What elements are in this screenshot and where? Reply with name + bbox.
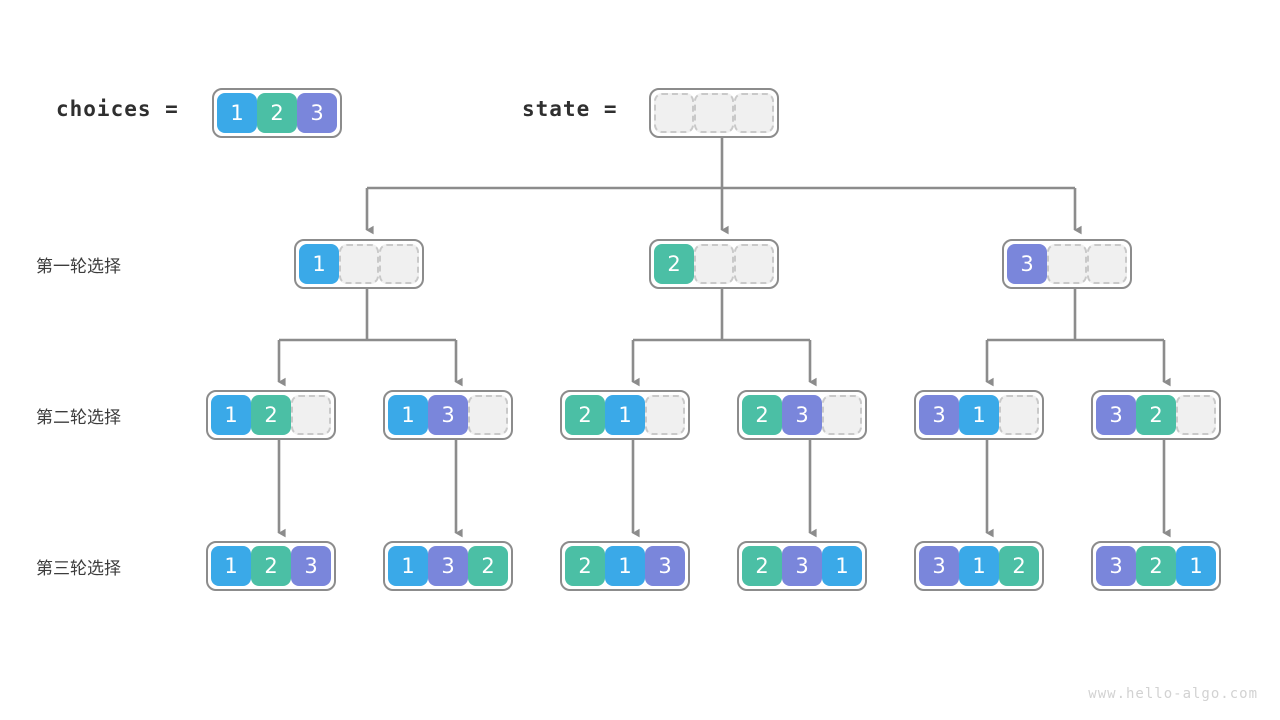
choices-cell-2: 3 [297, 93, 337, 133]
level3-node-1-cell-1: 3 [428, 546, 468, 586]
level3-node-0: 1 2 3 [206, 541, 336, 591]
level3-node-5: 3 2 1 [1091, 541, 1221, 591]
level3-node-2-cell-2: 3 [645, 546, 685, 586]
level3-node-3-cell-2: 1 [822, 546, 862, 586]
level1-node-1-cell-1 [694, 244, 734, 284]
row-label-round-3: 第三轮选择 [36, 559, 121, 578]
choices-array: 1 2 3 [212, 88, 342, 138]
level2-node-3-cell-2 [822, 395, 862, 435]
state-label: state = [522, 97, 618, 121]
level1-node-2-cell-0: 3 [1007, 244, 1047, 284]
level2-node-5-cell-2 [1176, 395, 1216, 435]
level1-node-2-cell-1 [1047, 244, 1087, 284]
level1-node-1: 2 [649, 239, 779, 289]
level1-node-2: 3 [1002, 239, 1132, 289]
level2-node-3-cell-0: 2 [742, 395, 782, 435]
level2-node-2: 2 1 [560, 390, 690, 440]
level2-node-2-cell-2 [645, 395, 685, 435]
level2-node-5: 3 2 [1091, 390, 1221, 440]
level2-node-4-cell-1: 1 [959, 395, 999, 435]
level1-node-0-cell-1 [339, 244, 379, 284]
level2-node-5-cell-0: 3 [1096, 395, 1136, 435]
level2-node-1-cell-1: 3 [428, 395, 468, 435]
watermark: www.hello-algo.com [1088, 686, 1258, 702]
level3-node-3-cell-1: 3 [782, 546, 822, 586]
level3-node-4-cell-1: 1 [959, 546, 999, 586]
level3-node-0-cell-0: 1 [211, 546, 251, 586]
level1-node-2-cell-2 [1087, 244, 1127, 284]
level2-node-3: 2 3 [737, 390, 867, 440]
level2-node-2-cell-0: 2 [565, 395, 605, 435]
level3-node-0-cell-2: 3 [291, 546, 331, 586]
choices-label: choices = [56, 97, 179, 121]
level2-node-4-cell-2 [999, 395, 1039, 435]
row-label-round-2: 第二轮选择 [36, 408, 121, 427]
choices-cell-0: 1 [217, 93, 257, 133]
level3-node-3-cell-0: 2 [742, 546, 782, 586]
level2-node-4: 3 1 [914, 390, 1044, 440]
level2-node-3-cell-1: 3 [782, 395, 822, 435]
level3-node-4: 3 1 2 [914, 541, 1044, 591]
state-cell-2 [734, 93, 774, 133]
level3-node-2-cell-1: 1 [605, 546, 645, 586]
level3-node-1-cell-0: 1 [388, 546, 428, 586]
level2-node-1: 1 3 [383, 390, 513, 440]
level1-node-0: 1 [294, 239, 424, 289]
choices-cell-1: 2 [257, 93, 297, 133]
level2-node-0-cell-2 [291, 395, 331, 435]
level2-node-0-cell-0: 1 [211, 395, 251, 435]
row-label-round-1: 第一轮选择 [36, 257, 121, 276]
level3-node-5-cell-1: 2 [1136, 546, 1176, 586]
level1-node-1-cell-0: 2 [654, 244, 694, 284]
state-cell-1 [694, 93, 734, 133]
level2-node-0: 1 2 [206, 390, 336, 440]
state-array [649, 88, 779, 138]
level1-node-0-cell-2 [379, 244, 419, 284]
level3-node-1-cell-2: 2 [468, 546, 508, 586]
level3-node-1: 1 3 2 [383, 541, 513, 591]
level2-node-0-cell-1: 2 [251, 395, 291, 435]
level3-node-2: 2 1 3 [560, 541, 690, 591]
level2-node-1-cell-0: 1 [388, 395, 428, 435]
level2-node-4-cell-0: 3 [919, 395, 959, 435]
level3-node-3: 2 3 1 [737, 541, 867, 591]
level3-node-5-cell-2: 1 [1176, 546, 1216, 586]
level3-node-4-cell-2: 2 [999, 546, 1039, 586]
level3-node-4-cell-0: 3 [919, 546, 959, 586]
level1-node-1-cell-2 [734, 244, 774, 284]
level3-node-0-cell-1: 2 [251, 546, 291, 586]
state-cell-0 [654, 93, 694, 133]
level2-node-2-cell-1: 1 [605, 395, 645, 435]
level3-node-2-cell-0: 2 [565, 546, 605, 586]
level2-node-1-cell-2 [468, 395, 508, 435]
level3-node-5-cell-0: 3 [1096, 546, 1136, 586]
level1-node-0-cell-0: 1 [299, 244, 339, 284]
level2-node-5-cell-1: 2 [1136, 395, 1176, 435]
